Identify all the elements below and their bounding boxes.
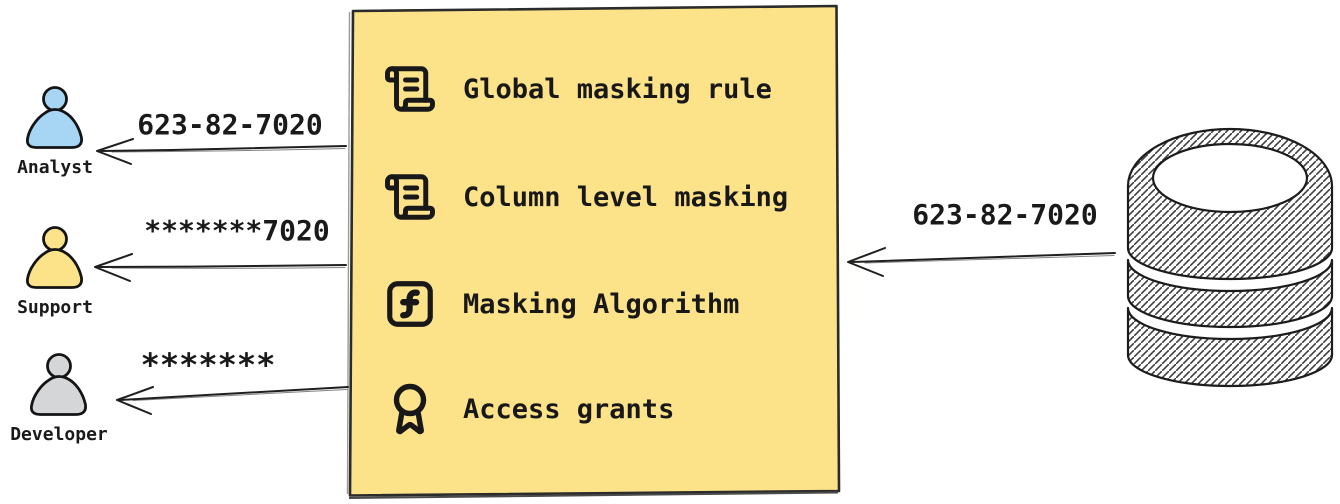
masking-box-item-label: Global masking rule [463,73,772,105]
persona-label: Analyst [17,157,93,178]
sketch-line [346,11,351,495]
person-icon [26,226,83,289]
database-value: 623-82-7020 [912,198,1098,231]
masking-box-shape [348,4,841,497]
arrow-to-developer [116,386,349,415]
persona-label: Developer [10,424,108,445]
masking-box-item-masking-algorithm: Masking Algorithm [383,275,739,333]
persona-support: Support [0,226,110,318]
persona-developer: Developer [4,353,114,445]
masking-box [346,4,841,499]
sketch-line [348,491,839,499]
scroll-text-icon [383,62,437,116]
persona-label: Support [17,297,93,318]
arrow-from-database [847,247,1116,277]
person-icon [26,86,83,149]
masking-box-item-label: Access grants [463,393,675,425]
masked-value-developer: ******* [140,346,276,384]
persona-analyst: Analyst [0,86,110,178]
masked-value-analyst: 623-82-7020 [137,108,323,141]
arrow-to-analyst [96,138,347,165]
person-icon [30,353,87,416]
award-icon [383,382,437,436]
masking-box-item-column-masking: Column level masking [383,168,788,226]
masking-box-item-global-rule: Global masking rule [383,60,772,118]
database-icon [1126,127,1334,388]
scroll-text-icon [383,170,437,224]
masking-box-item-label: Column level masking [463,181,789,213]
masking-box-item-access-grants: Access grants [383,380,674,438]
arrow-to-support [94,253,347,282]
masking-box-item-label: Masking Algorithm [463,288,740,320]
function-square-icon [383,277,437,331]
masked-value-support: *******7020 [144,214,330,247]
